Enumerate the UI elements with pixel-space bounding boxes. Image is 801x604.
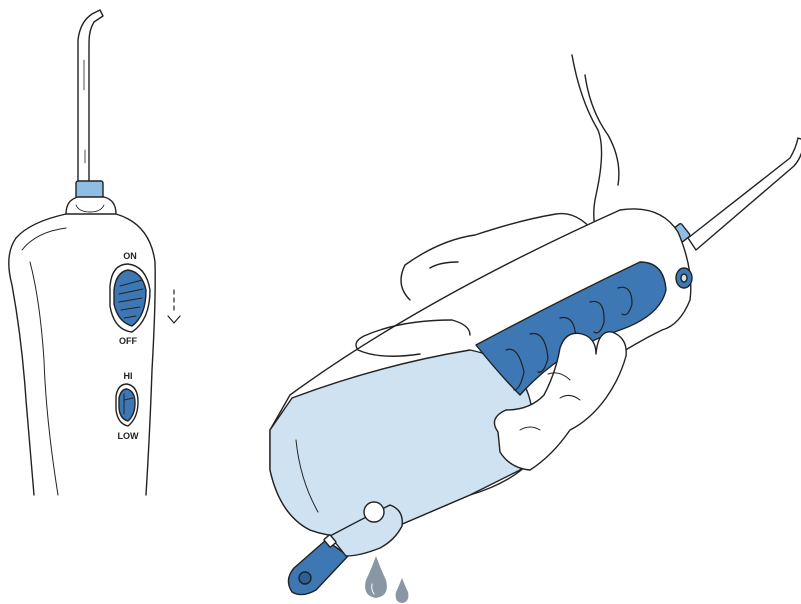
- thumb: [355, 319, 471, 357]
- jet-tip: [77, 9, 104, 183]
- water-reservoir: [269, 349, 535, 538]
- device-side-view: ON OFF HI LOW: [8, 9, 181, 496]
- water-drop-icon: [395, 578, 409, 603]
- arm-outline: [571, 54, 620, 241]
- pressure-switch-icon[interactable]: [115, 383, 139, 427]
- slide-down-arrow-icon: [167, 289, 181, 324]
- power-switch-icon[interactable]: [109, 263, 151, 333]
- jet-tip-right: [687, 137, 801, 251]
- low-label: LOW: [118, 431, 139, 441]
- device-in-hand-view: [269, 54, 801, 603]
- handle-body: [8, 213, 156, 496]
- off-label: OFF: [119, 336, 137, 346]
- tip-cap: [65, 196, 117, 215]
- hand-back: [400, 212, 601, 301]
- hi-label: HI: [124, 371, 133, 381]
- hand-front: [493, 331, 627, 471]
- on-label: ON: [123, 251, 137, 261]
- grip: [475, 261, 667, 396]
- drain-plug[interactable]: [363, 501, 385, 523]
- water-drop-icon: [365, 556, 387, 598]
